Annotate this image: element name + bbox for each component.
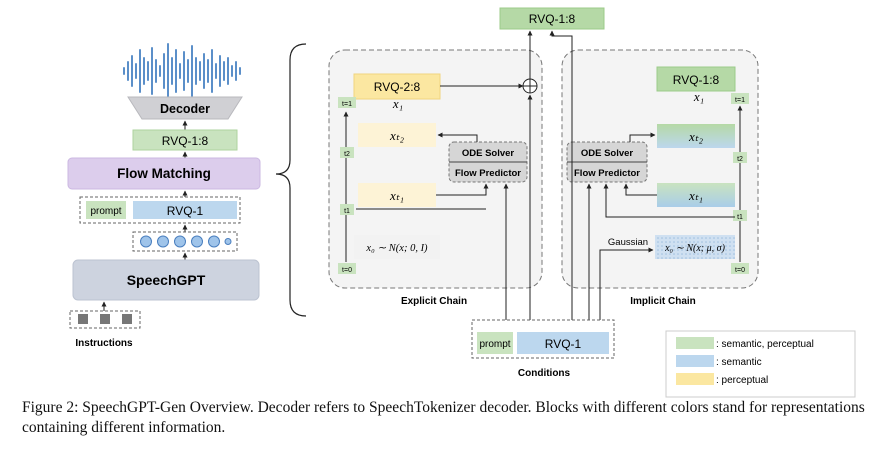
svg-text:x₀ ∼ N(x; 0, I): x₀ ∼ N(x; 0, I) [365,243,428,254]
svg-text:Flow Predictor: Flow Predictor [574,168,640,179]
svg-text:RVQ-1: RVQ-1 [545,337,582,351]
flow-matching-block: Flow Matching [67,157,261,190]
svg-text:t1: t1 [344,208,350,215]
svg-text:Instructions: Instructions [75,338,133,349]
speechgpt-block: SpeechGPT [72,259,260,301]
svg-text:Implicit Chain: Implicit Chain [630,296,696,307]
svg-text:: semantic: : semantic [716,357,762,368]
expansion-brace [275,43,307,317]
implicit-chain-panel: Implicit Chain [561,49,759,307]
svg-text:Flow Predictor: Flow Predictor [455,168,521,179]
explicit-chain-panel: Explicit Chain [328,49,543,307]
svg-text:Flow Matching: Flow Matching [117,166,211,181]
svg-text:RVQ-1:8: RVQ-1:8 [162,134,209,148]
svg-text:t2: t2 [344,151,350,158]
svg-text:xₜ₂: xₜ₂ [688,129,704,144]
explicit-x1-label: x₁ [392,96,403,111]
svg-text:RVQ-1:8: RVQ-1:8 [529,12,576,26]
svg-text:Conditions: Conditions [518,368,571,379]
svg-text:SpeechGPT: SpeechGPT [127,272,206,288]
sum-operator [522,78,538,94]
decoder-block: Decoder [127,96,243,120]
svg-text:t2: t2 [737,156,743,163]
svg-text:prompt: prompt [479,339,510,350]
implicit-xt2-block: xₜ₂ [657,124,735,148]
instructions-block: Instructions [69,310,141,349]
svg-text:t1: t1 [737,214,743,221]
svg-text:Explicit Chain: Explicit Chain [401,296,467,307]
svg-text:prompt: prompt [90,206,121,217]
svg-text:t=1: t=1 [342,101,352,108]
svg-text:xₜ₂: xₜ₂ [389,128,405,143]
svg-text:t=0: t=0 [735,267,745,274]
implicit-ode-solver-block: ODE Solver Flow Predictor [566,141,648,183]
svg-text:xₜ₁: xₜ₁ [688,188,703,203]
explicit-xt1-block: xₜ₁ [358,183,436,207]
svg-text:: semantic, perceptual: : semantic, perceptual [716,339,814,350]
svg-text:xₜ₁: xₜ₁ [389,188,404,203]
implicit-t-labels: t=1 t2 t1 t=0 [731,93,749,274]
gaussian-label: Gaussian [608,237,648,248]
token-sequence [132,231,238,252]
svg-text:RVQ-1:8: RVQ-1:8 [673,73,720,87]
svg-text:: perceptual: : perceptual [716,375,768,386]
svg-text:t=0: t=0 [342,267,352,274]
implicit-x0-block: x₀ ∼ N(x; μ, σ) [655,235,735,259]
svg-text:RVQ-1: RVQ-1 [167,204,204,218]
left-rvq-full-block: RVQ-1:8 [132,129,238,151]
legend: : semantic, perceptual : semantic : perc… [665,330,856,398]
top-output-rvq-block: RVQ-1:8 [499,7,605,30]
explicit-xt2-block: xₜ₂ [358,123,436,147]
figure-caption: Figure 2: SpeechGPT-Gen Overview. Decode… [22,399,865,436]
waveform-icon [123,43,241,99]
svg-text:Decoder: Decoder [160,102,210,116]
left-condition-group: prompt RVQ-1 [79,196,241,224]
implicit-rvq-block: RVQ-1:8 [656,66,736,92]
explicit-ode-solver-block: ODE Solver Flow Predictor [448,141,528,183]
conditions-group: prompt RVQ-1 Conditions [471,319,615,379]
svg-text:t=1: t=1 [735,97,745,104]
svg-text:ODE Solver: ODE Solver [581,148,634,159]
svg-text:ODE Solver: ODE Solver [462,148,515,159]
explicit-t-labels: t=1 t2 t1 t=0 [338,97,356,274]
implicit-x1-label: x₁ [693,89,704,104]
explicit-rvq-block: RVQ-2:8 [353,73,441,100]
svg-text:RVQ-2:8: RVQ-2:8 [374,80,421,94]
implicit-xt1-block: xₜ₁ [657,183,735,207]
svg-text:x₀ ∼ N(x; μ, σ): x₀ ∼ N(x; μ, σ) [664,243,726,254]
explicit-x0-block: x₀ ∼ N(x; 0, I) [354,235,440,259]
